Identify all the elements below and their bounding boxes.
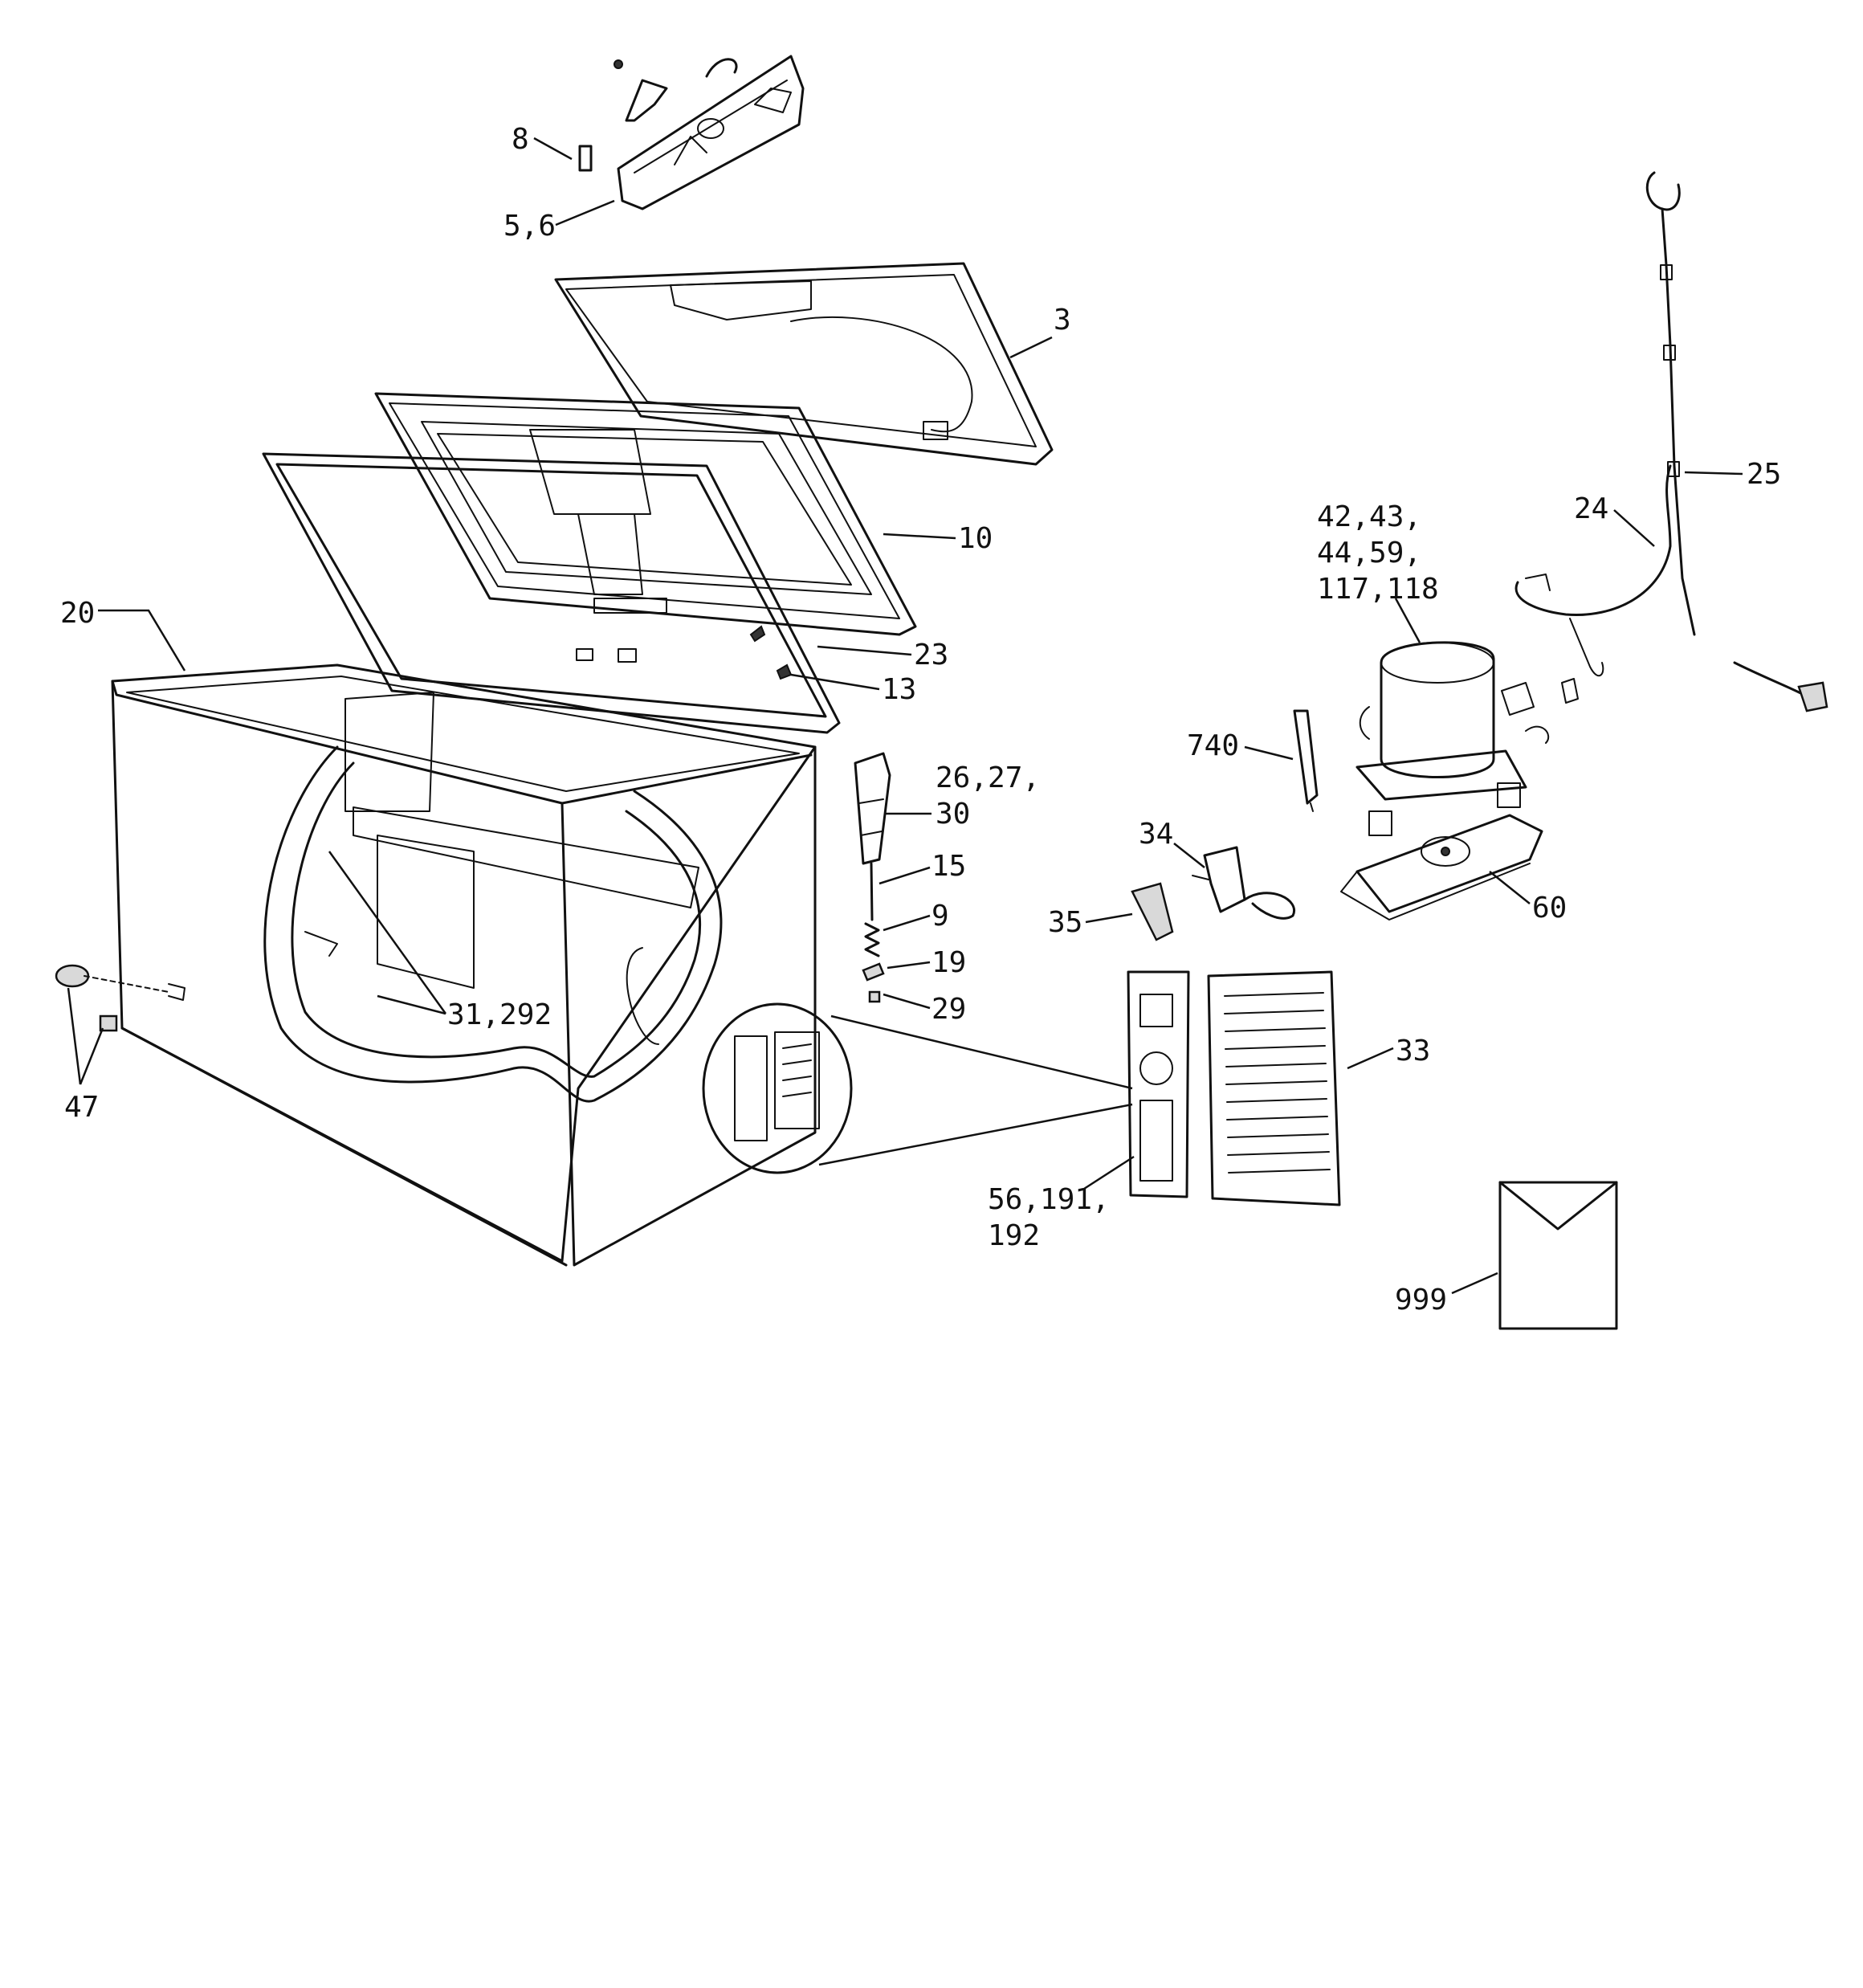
callout-42-line2: 44,59,: [1317, 537, 1421, 569]
drain-plug[interactable]: [55, 964, 185, 1032]
lid-gasket[interactable]: [262, 452, 841, 734]
callout-31-292: 31,292: [447, 998, 552, 1031]
cabinet-gasket[interactable]: [263, 745, 723, 1103]
callout-9: 9: [932, 900, 949, 933]
callout-56-line1: 56,191,: [988, 1183, 1110, 1216]
control-panel-zoom-circle: [702, 1002, 1133, 1174]
power-cord[interactable]: [1645, 171, 1828, 712]
hinge-rod[interactable]: [870, 862, 874, 921]
callout-26-27: 26,27,: [936, 761, 1040, 794]
lid-handle-assembly[interactable]: [617, 55, 805, 210]
callout-20: 20: [60, 597, 95, 630]
callout-29: 29: [932, 993, 966, 1026]
callout-19: 19: [932, 946, 966, 979]
callout-24: 24: [1574, 492, 1608, 525]
freezer-cabinet[interactable]: [111, 663, 817, 1267]
lid-liner-panel[interactable]: [374, 392, 917, 636]
callout-13: 13: [882, 673, 916, 706]
callout-23: 23: [914, 639, 948, 672]
leader-lines: [67, 137, 1743, 1295]
documentation-envelope[interactable]: [1498, 1181, 1618, 1330]
callout-8: 8: [512, 123, 529, 156]
lid-outer-panel[interactable]: [554, 262, 1054, 466]
hinge-bracket[interactable]: [854, 752, 891, 865]
compressor[interactable]: [1355, 641, 1550, 801]
control-knob-part[interactable]: [1131, 882, 1174, 941]
callout-34: 34: [1139, 818, 1173, 851]
callout-10: 10: [958, 522, 993, 555]
thermostat-part[interactable]: [1192, 846, 1296, 920]
wiring-harness[interactable]: [1514, 464, 1672, 704]
callout-740: 740: [1187, 729, 1239, 762]
hinge-pin[interactable]: [868, 990, 881, 1003]
hinge-spring[interactable]: [864, 922, 880, 957]
callout-labels: 8 5,6 3 10 20 23 13 26,27, 30 15 9 19 29…: [60, 123, 1781, 1316]
callout-25: 25: [1747, 458, 1781, 491]
callout-33: 33: [1396, 1035, 1430, 1067]
hinge-washer[interactable]: [862, 962, 885, 982]
handle-clip-part[interactable]: [614, 58, 738, 122]
callout-47: 47: [64, 1091, 99, 1124]
callout-56-line2: 192: [988, 1219, 1040, 1252]
callout-60: 60: [1532, 892, 1567, 925]
rear-grille[interactable]: [1207, 970, 1341, 1206]
callout-15: 15: [932, 850, 966, 883]
compressor-base-plate[interactable]: [1340, 814, 1543, 921]
handle-insert-part[interactable]: [578, 145, 593, 172]
control-panel[interactable]: [1127, 970, 1190, 1198]
compressor-grommets[interactable]: [1368, 782, 1521, 836]
callout-42-line3: 117,118: [1317, 573, 1439, 606]
callout-5-6: 5,6: [503, 210, 556, 243]
sensor-part[interactable]: [1293, 709, 1319, 812]
callout-30: 30: [936, 798, 970, 831]
callout-42-line1: 42,43,: [1317, 500, 1421, 533]
callout-999: 999: [1395, 1284, 1447, 1316]
callout-3: 3: [1054, 304, 1071, 337]
callout-35: 35: [1048, 906, 1082, 939]
lid-screw-part[interactable]: [749, 625, 793, 680]
